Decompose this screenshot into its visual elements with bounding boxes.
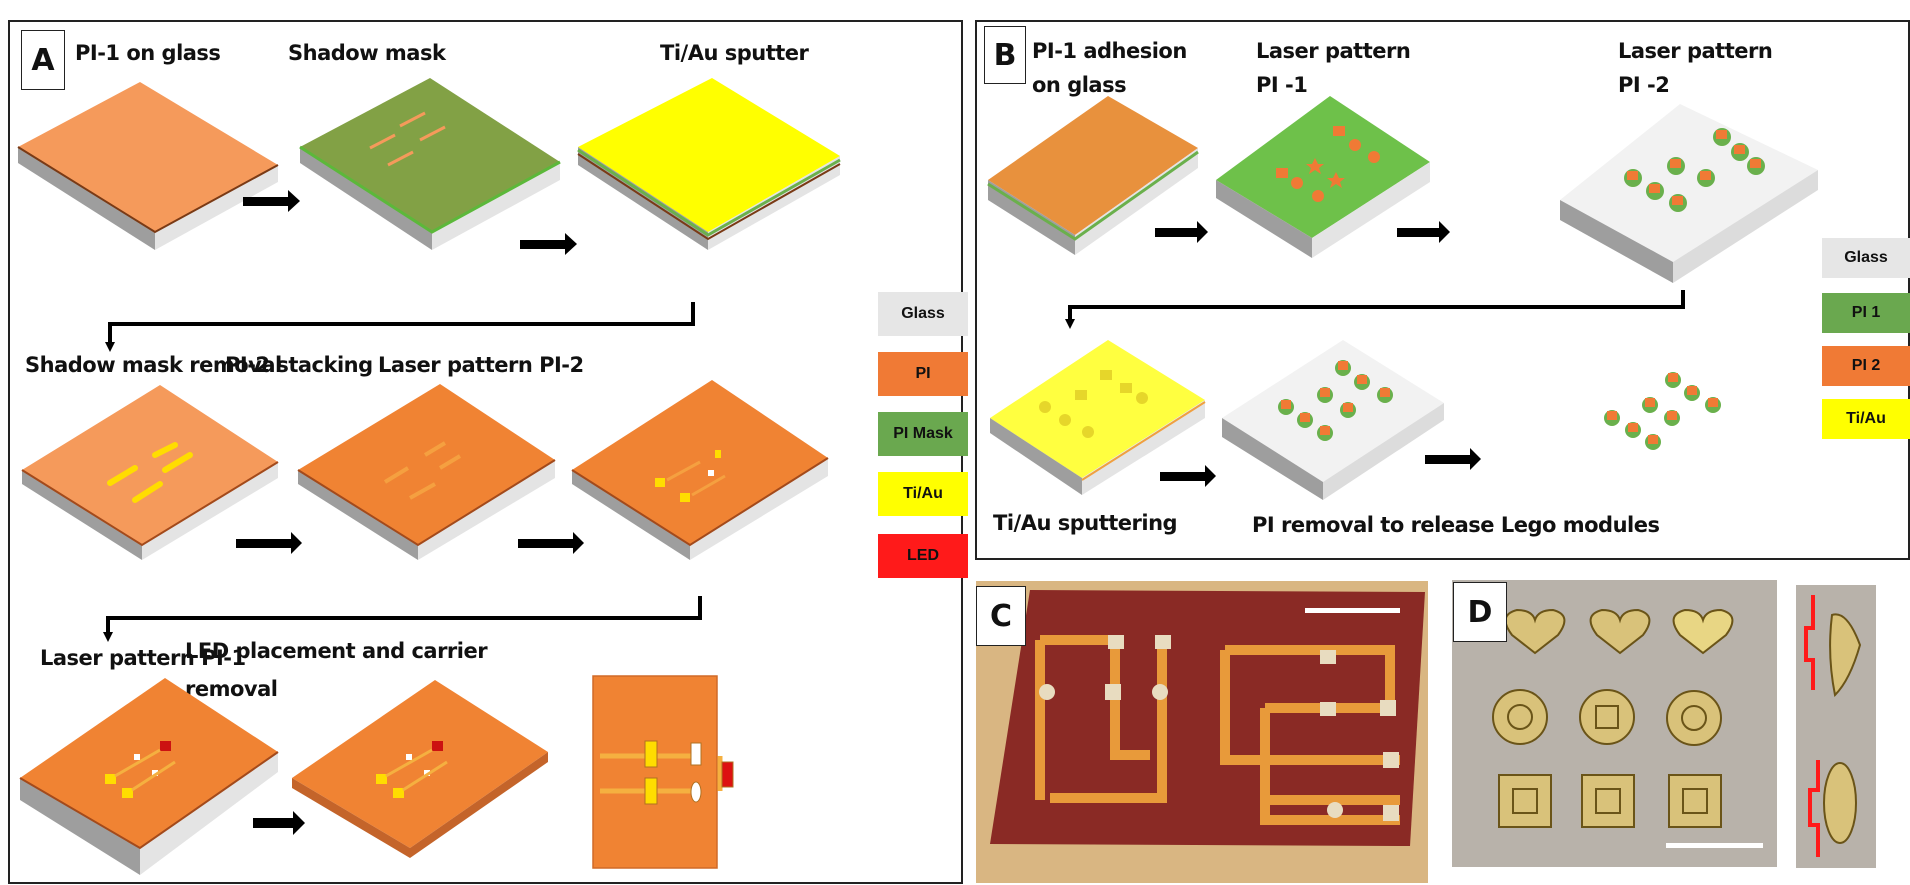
trace-c-left — [1035, 635, 1167, 803]
trace-c-right — [1220, 645, 1400, 825]
slab-b4 — [990, 340, 1206, 495]
step-a8-label-line2: removal — [185, 677, 278, 701]
connector-b — [1068, 290, 1685, 322]
scale-bar-d — [1666, 843, 1763, 848]
slab-b1 — [987, 96, 1199, 255]
scale-bar-c — [1305, 608, 1400, 613]
step-a1-label: PI-1 on glass — [75, 41, 221, 65]
arrow-a2 — [520, 233, 577, 255]
slab-b3 — [1560, 104, 1818, 283]
step-b3-label-line2: PI -2 — [1618, 73, 1670, 97]
panel-d-letter: D — [1453, 582, 1507, 642]
step-b1-label-line1: PI-1 adhesion — [1032, 39, 1187, 63]
connector-a2 — [106, 596, 702, 635]
legend-b-pi1: PI 1 — [1822, 293, 1910, 333]
step-a4-label: Shadow mask removal — [25, 353, 282, 377]
arrow-a1 — [243, 190, 300, 212]
slab-a5 — [297, 384, 556, 560]
step-b1-label-line2: on glass — [1032, 73, 1127, 97]
step-a8-label-line1: LED placement and carrier — [185, 639, 488, 663]
legend-b-glass: Glass — [1822, 238, 1910, 278]
slab-a6 — [571, 380, 829, 560]
legend-a-ti-au: Ti/Au — [878, 472, 968, 516]
released-modules-b — [1604, 372, 1721, 450]
legend-a-pi: PI — [878, 352, 968, 396]
step-a6-label: Laser pattern PI-2 — [378, 353, 584, 377]
panel-b-letter: B — [984, 26, 1026, 84]
slab-b5 — [1222, 340, 1444, 500]
arrow-a4 — [518, 532, 584, 554]
slab-a3 — [577, 78, 841, 250]
arrow-b1 — [1155, 221, 1208, 243]
arrow-b3 — [1160, 465, 1216, 487]
step-a2-label: Shadow mask — [288, 41, 446, 65]
step-b4-label: Ti/Au sputtering — [993, 511, 1178, 535]
step-b3-label-line1: Laser pattern — [1618, 39, 1773, 63]
panel-c-photo — [976, 581, 1428, 883]
step-b5-label: PI removal to release Lego modules — [1252, 513, 1660, 537]
top-view-a — [592, 675, 734, 869]
slab-a8 — [292, 680, 548, 858]
lego-modules-d — [1492, 608, 1734, 828]
slab-a7 — [19, 678, 279, 875]
connector-a1 — [108, 302, 695, 345]
arrow-b4 — [1425, 448, 1481, 470]
legend-a-pi-mask: PI Mask — [878, 412, 968, 456]
slab-a4 — [21, 385, 279, 560]
panel-c-letter: C — [976, 586, 1026, 646]
profile-marker-d — [1804, 595, 1820, 857]
slab-b2 — [1216, 96, 1430, 258]
step-b2-label-line2: PI -1 — [1256, 73, 1308, 97]
legend-b-ti-au: Ti/Au — [1822, 399, 1910, 439]
panel-d-photo — [1452, 580, 1876, 868]
arrow-a3 — [236, 532, 302, 554]
slab-a1 — [17, 82, 279, 250]
step-a3-label: Ti/Au sputter — [660, 41, 809, 65]
legend-a-glass: Glass — [878, 292, 968, 336]
arrow-a5 — [253, 811, 305, 835]
step-a5-label: PI-2 stacking — [225, 353, 373, 377]
step-b2-label-line1: Laser pattern — [1256, 39, 1411, 63]
pads-c — [1039, 635, 1399, 821]
legend-a-led: LED — [878, 534, 968, 578]
step-a7-label: Laser pattern PI-1 — [40, 646, 246, 670]
panel-a-letter: A — [21, 30, 65, 90]
slab-a2 — [299, 78, 561, 250]
arrow-b2 — [1397, 221, 1450, 243]
panel-a-graphics — [17, 78, 841, 875]
legend-b-pi2: PI 2 — [1822, 346, 1910, 386]
